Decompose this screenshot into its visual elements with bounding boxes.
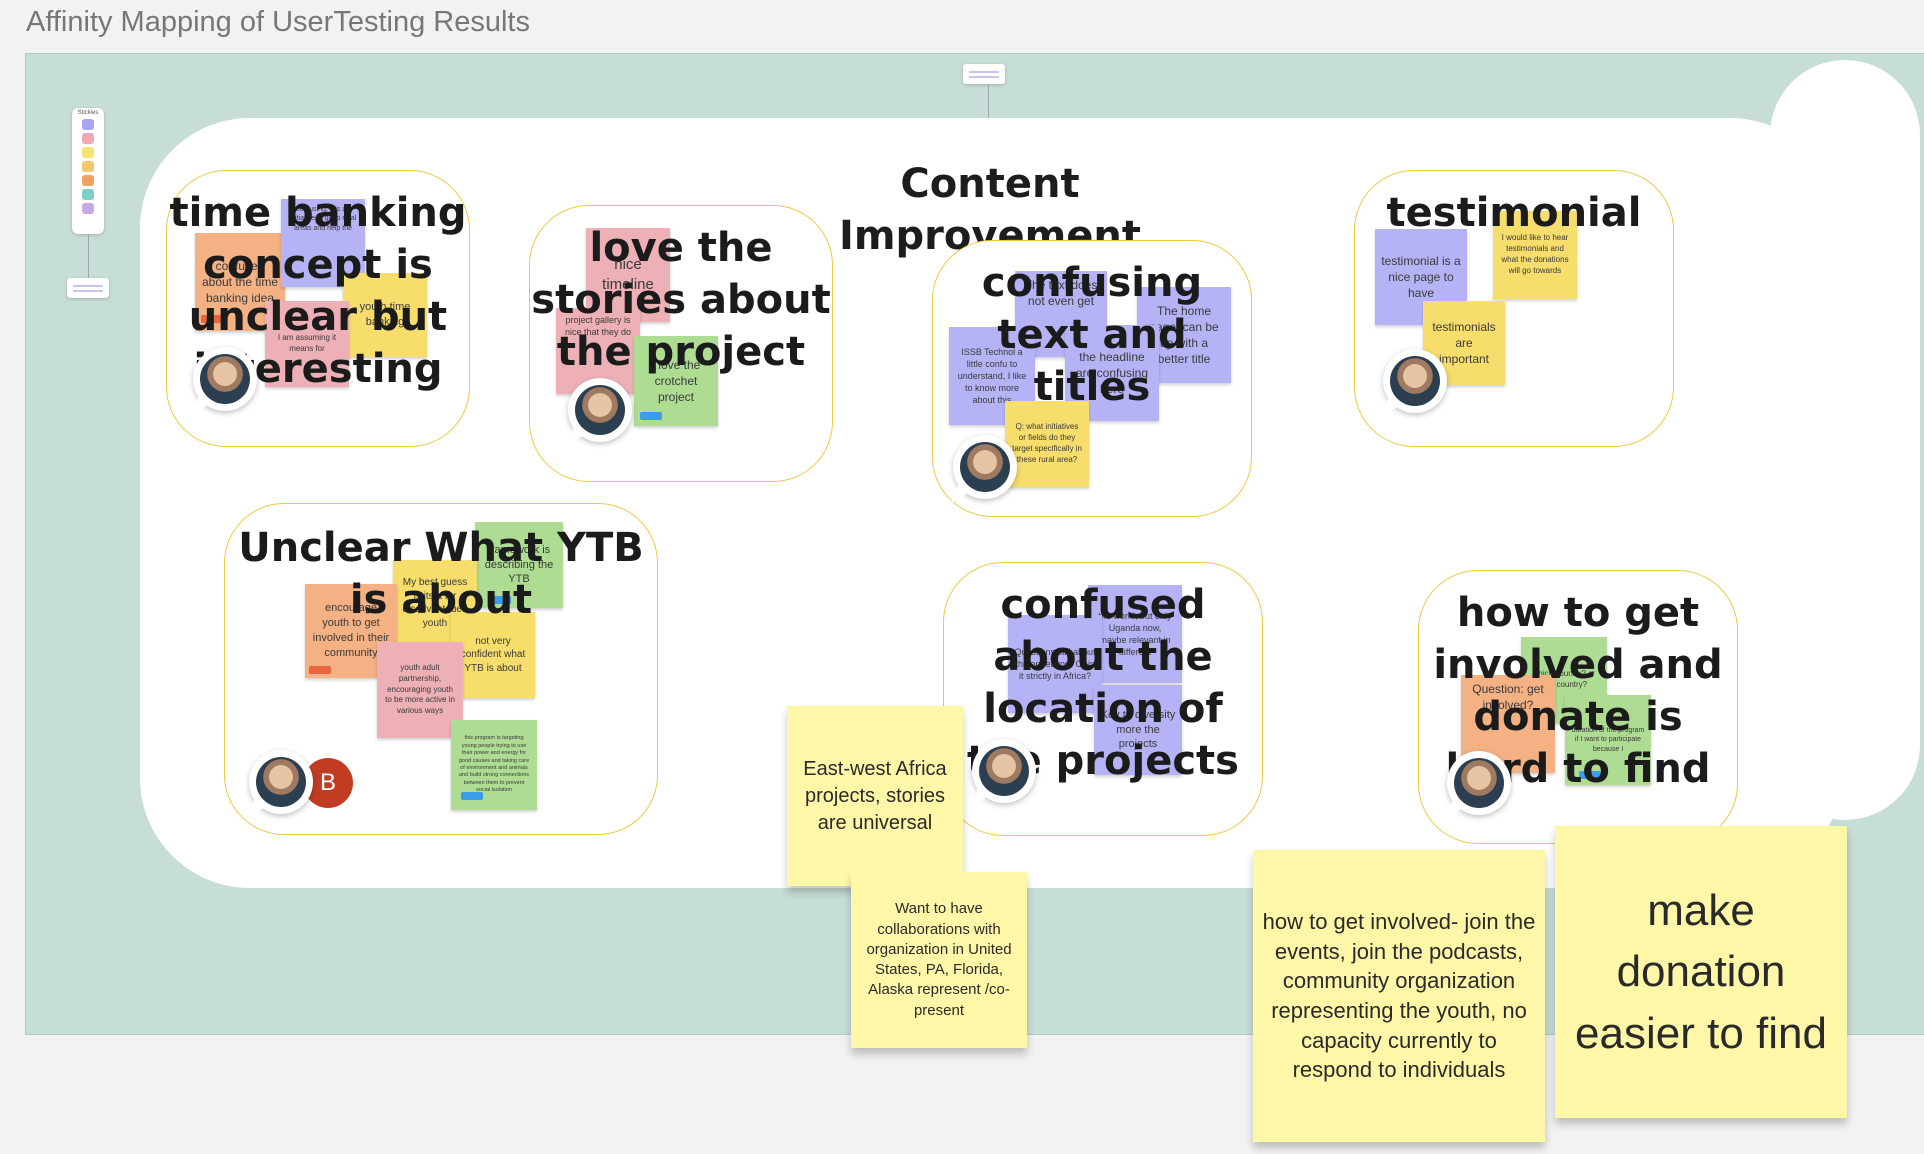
sticky-note[interactable]: I love the crotchet project — [634, 336, 718, 426]
sticky-note[interactable]: nice timeline — [586, 228, 670, 322]
sticky-note[interactable]: youth time banking — [343, 273, 427, 357]
cluster-title: love the stories about the project — [531, 225, 831, 375]
user-avatar[interactable] — [566, 378, 632, 446]
sticky-how-to-get-involved[interactable]: how to get involved- join the events, jo… — [1253, 850, 1545, 1142]
avatar-face — [575, 385, 625, 435]
cluster-unclear-ytb[interactable]: framework is describing the YTB My best … — [224, 503, 658, 835]
cluster-confusing-text[interactable]: The text does not even get The home page… — [932, 240, 1252, 517]
sticky-note[interactable]: I would like to hear testimonials and wh… — [1493, 211, 1577, 299]
sticky-east-west[interactable]: East-west Africa projects, stories are u… — [787, 706, 963, 886]
user-avatar[interactable] — [247, 750, 313, 818]
cluster-title: testimonial — [1386, 190, 1642, 236]
swatch-orange[interactable] — [82, 175, 94, 186]
sticky-note[interactable]: I am assuming it means for — [265, 301, 349, 387]
note-tag — [309, 666, 331, 674]
avatar-tail — [970, 789, 988, 807]
avatar-face — [979, 746, 1029, 796]
sticky-note[interactable]: the headline are confusing here — [1065, 325, 1159, 421]
avatar-tail — [1445, 801, 1463, 819]
cluster-title: Unclear What YTB is about — [238, 525, 644, 623]
connector-line — [88, 234, 89, 278]
sticky-note[interactable]: project gallery is nice that they do — [556, 308, 640, 394]
note-tag — [201, 315, 223, 323]
swatch-pink[interactable] — [82, 133, 94, 144]
sticky-make-donation[interactable]: make donation easier to find — [1555, 826, 1847, 1118]
note-tag — [489, 596, 511, 604]
swatch-lavender[interactable] — [82, 203, 94, 214]
sticky-note[interactable]: framework is describing the YTB — [475, 522, 563, 608]
sticky-note[interactable]: testimonial is a nice page to have — [1375, 229, 1467, 325]
user-avatar[interactable] — [1445, 751, 1511, 819]
avatar-face — [1454, 758, 1504, 808]
avatar-tail — [951, 485, 969, 503]
swatch-gold[interactable] — [82, 161, 94, 172]
mini-card-top[interactable] — [963, 64, 1005, 84]
cluster-how-to-get-involved[interactable]: which country? or that country? Question… — [1418, 570, 1738, 844]
swatch-teal[interactable] — [82, 189, 94, 200]
user-avatar[interactable] — [191, 347, 257, 415]
user-avatar[interactable] — [1381, 349, 1447, 417]
cluster-love-stories[interactable]: nice timeline project gallery is nice th… — [529, 205, 833, 482]
note-tag — [1579, 771, 1601, 779]
sticky-note[interactable]: Questions still about the endeavor? Or i… — [1008, 615, 1102, 713]
user-avatar[interactable] — [970, 739, 1036, 807]
board-title: Affinity Mapping of UserTesting Results — [26, 6, 530, 38]
cluster-testimonial[interactable]: testimonial is a nice page to have I wou… — [1354, 170, 1674, 447]
swatch-purple[interactable] — [82, 119, 94, 130]
swatch-yellow[interactable] — [82, 147, 94, 158]
sticky-note[interactable]: the world, but only Uganda now, maybe re… — [1088, 585, 1182, 683]
note-tag — [461, 792, 483, 800]
connector-line-top — [988, 84, 989, 118]
stickies-toolbar[interactable]: Stickies — [72, 108, 104, 234]
avatar-face — [256, 757, 306, 807]
avatar-tail — [566, 428, 584, 446]
avatar-face — [200, 354, 250, 404]
note-tag — [640, 412, 662, 420]
mini-card-left[interactable] — [67, 278, 109, 298]
cluster-time-banking[interactable]: confused about the time banking idea con… — [166, 170, 470, 447]
avatar-face — [1390, 356, 1440, 406]
sticky-note[interactable]: not very confident what YTB is about — [451, 612, 535, 698]
sticky-note[interactable]: Key to diversity more the projects — [1094, 685, 1182, 775]
cluster-confused-location[interactable]: the world, but only Uganda now, maybe re… — [943, 562, 1263, 836]
avatar-tail — [1381, 399, 1399, 417]
stickies-label: Stickies — [77, 110, 99, 116]
avatar-face — [960, 442, 1010, 492]
user-avatar[interactable] — [951, 435, 1017, 503]
sticky-note[interactable]: confusing, it is an initiative to go to … — [281, 199, 365, 287]
sticky-note[interactable]: youth adult partnership, encouraging you… — [377, 642, 463, 738]
sticky-collaborations[interactable]: Want to have collaborations with organiz… — [851, 872, 1027, 1048]
avatar-tail — [247, 800, 265, 818]
cluster-title: how to get involved and donate is hard t… — [1433, 590, 1723, 792]
cluster-title: confusing text and titles — [981, 260, 1203, 410]
sticky-note[interactable]: duration of the program if I want to par… — [1565, 695, 1651, 785]
avatar-tail — [191, 397, 209, 415]
sticky-note[interactable]: Q: what initiatives or fields do they ta… — [1005, 401, 1089, 487]
